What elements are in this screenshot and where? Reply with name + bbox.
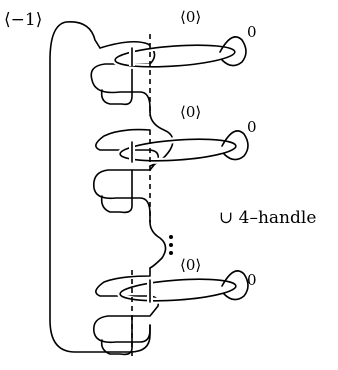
ring-tail (221, 130, 249, 161)
clasp-module-top (90, 34, 247, 116)
clasp-strand (92, 128, 160, 223)
ellipsis (169, 235, 173, 255)
ring-tail (219, 36, 247, 67)
framing-circle-label-middle: 0 (247, 118, 257, 136)
connector-strand (149, 221, 167, 269)
outer-knot-strand (49, 21, 151, 353)
framing-circle-label-top: 0 (247, 23, 257, 41)
clasp-hook (100, 63, 133, 106)
four-handle-label: ∪ 4–handle (219, 208, 316, 228)
clasp-strand (92, 267, 160, 344)
ring-tail (221, 270, 249, 301)
framing-link-label-bottom: ⟨0⟩ (180, 256, 201, 274)
ring-circle (119, 138, 237, 162)
ring-circle (119, 278, 237, 302)
framing-outer-label: ⟨−1⟩ (4, 10, 42, 30)
clasp-hook (100, 315, 133, 356)
framing-link-label-middle: ⟨0⟩ (180, 103, 201, 121)
framing-circle-label-bottom: 0 (247, 271, 257, 289)
clasp-module-bottom (92, 267, 249, 356)
clasp-module-middle (92, 128, 249, 223)
clasp-hook (100, 169, 133, 214)
framing-link-label-top: ⟨0⟩ (180, 8, 201, 26)
ring-circle (114, 44, 236, 68)
clasp-strand (90, 40, 156, 113)
